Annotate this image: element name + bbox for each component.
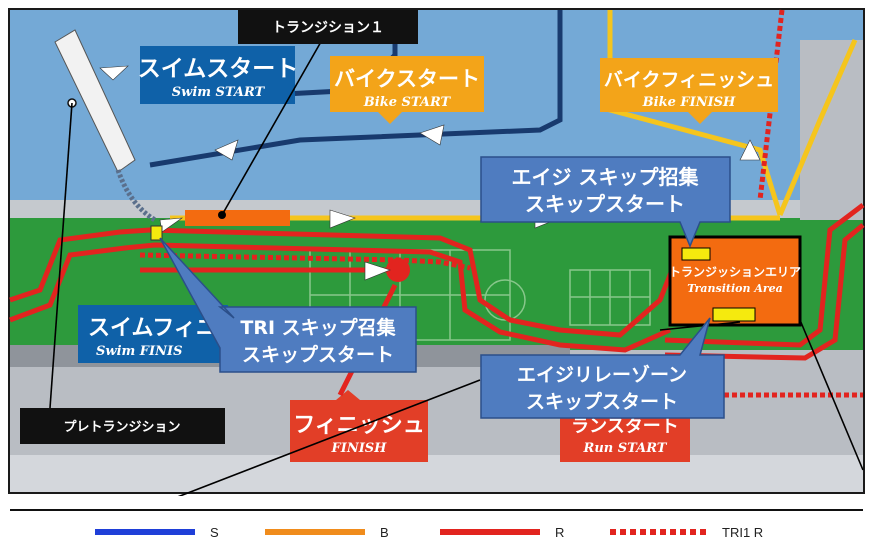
age-relay-callout [480, 317, 725, 419]
legend: S B R TRI1 R [95, 525, 763, 540]
pre-transition-label [20, 408, 225, 444]
bike-start-jp: バイクスタート [334, 67, 480, 91]
legend-label-b: B [380, 525, 389, 540]
tri-skip-callout-line1: TRI スキップ召集 [240, 316, 396, 339]
tri-skip-callout-line2: スキップスタート [242, 343, 394, 366]
legend-label-tri1r: TRI1 R [722, 525, 763, 540]
arrow-icon [99, 65, 129, 81]
swim-exit-path [115, 169, 157, 223]
right-land [800, 40, 863, 220]
finish-en: FINISH [331, 441, 388, 456]
finish-marker [386, 258, 410, 282]
arrow-icon [419, 124, 445, 146]
swim-start-sign [140, 46, 295, 104]
bike-finish-jp: バイクフィニッシュ [604, 69, 774, 91]
arrow-icon [214, 139, 239, 161]
road-band [10, 455, 863, 492]
leader-dot [218, 211, 226, 219]
run-course [9, 203, 865, 361]
age-skip-callout-line1: エイジ スキップ招集 [512, 165, 700, 189]
arrow-icon [329, 209, 356, 229]
tri1-run-course [139, 9, 863, 398]
run-start-jp: ランスタート [571, 416, 679, 437]
age-relay-callout-line1: エイジリレーゾーン [517, 364, 687, 386]
road-strip [10, 200, 863, 218]
transition1-label [238, 10, 418, 44]
pre-transition-text: プレトランジション [63, 420, 180, 435]
age-skip-marker [681, 247, 711, 261]
swim-finish-en: Swim FINIS [96, 344, 182, 359]
arrow-icon [739, 139, 761, 161]
age-relay-callout-line2: スキップスタート [526, 390, 678, 413]
bike-start-en: Bike START [363, 95, 452, 110]
swim-start-jp: スイムスタート [138, 56, 299, 82]
bike-finish-en: Bike FINISH [642, 95, 736, 110]
transition-area-jp: トランジッションエリア [669, 265, 801, 279]
bike-finish-sign [600, 58, 778, 124]
legend-area [0, 496, 873, 554]
swim-pontoon [54, 29, 136, 173]
finish-jp: フィニッシュ [293, 413, 425, 438]
age-skip-callout-line2: スキップスタート [525, 192, 685, 216]
legend-label-r: R [555, 525, 564, 540]
transition1-text: トランジション１ [272, 20, 384, 36]
run-start-en: Run START [583, 441, 668, 456]
arrow-icon [364, 261, 391, 281]
age-skip-callout [480, 156, 731, 248]
tri-skip-callout [159, 237, 417, 373]
legend-label-s: S [210, 525, 219, 540]
tri-skip-marker [150, 225, 163, 241]
swim-start-en: Swim START [172, 85, 266, 100]
bike-start-sign [330, 56, 484, 124]
water-area [10, 10, 863, 228]
age-relay-marker [712, 307, 756, 322]
transition-area-en: Transition Area [687, 282, 783, 295]
